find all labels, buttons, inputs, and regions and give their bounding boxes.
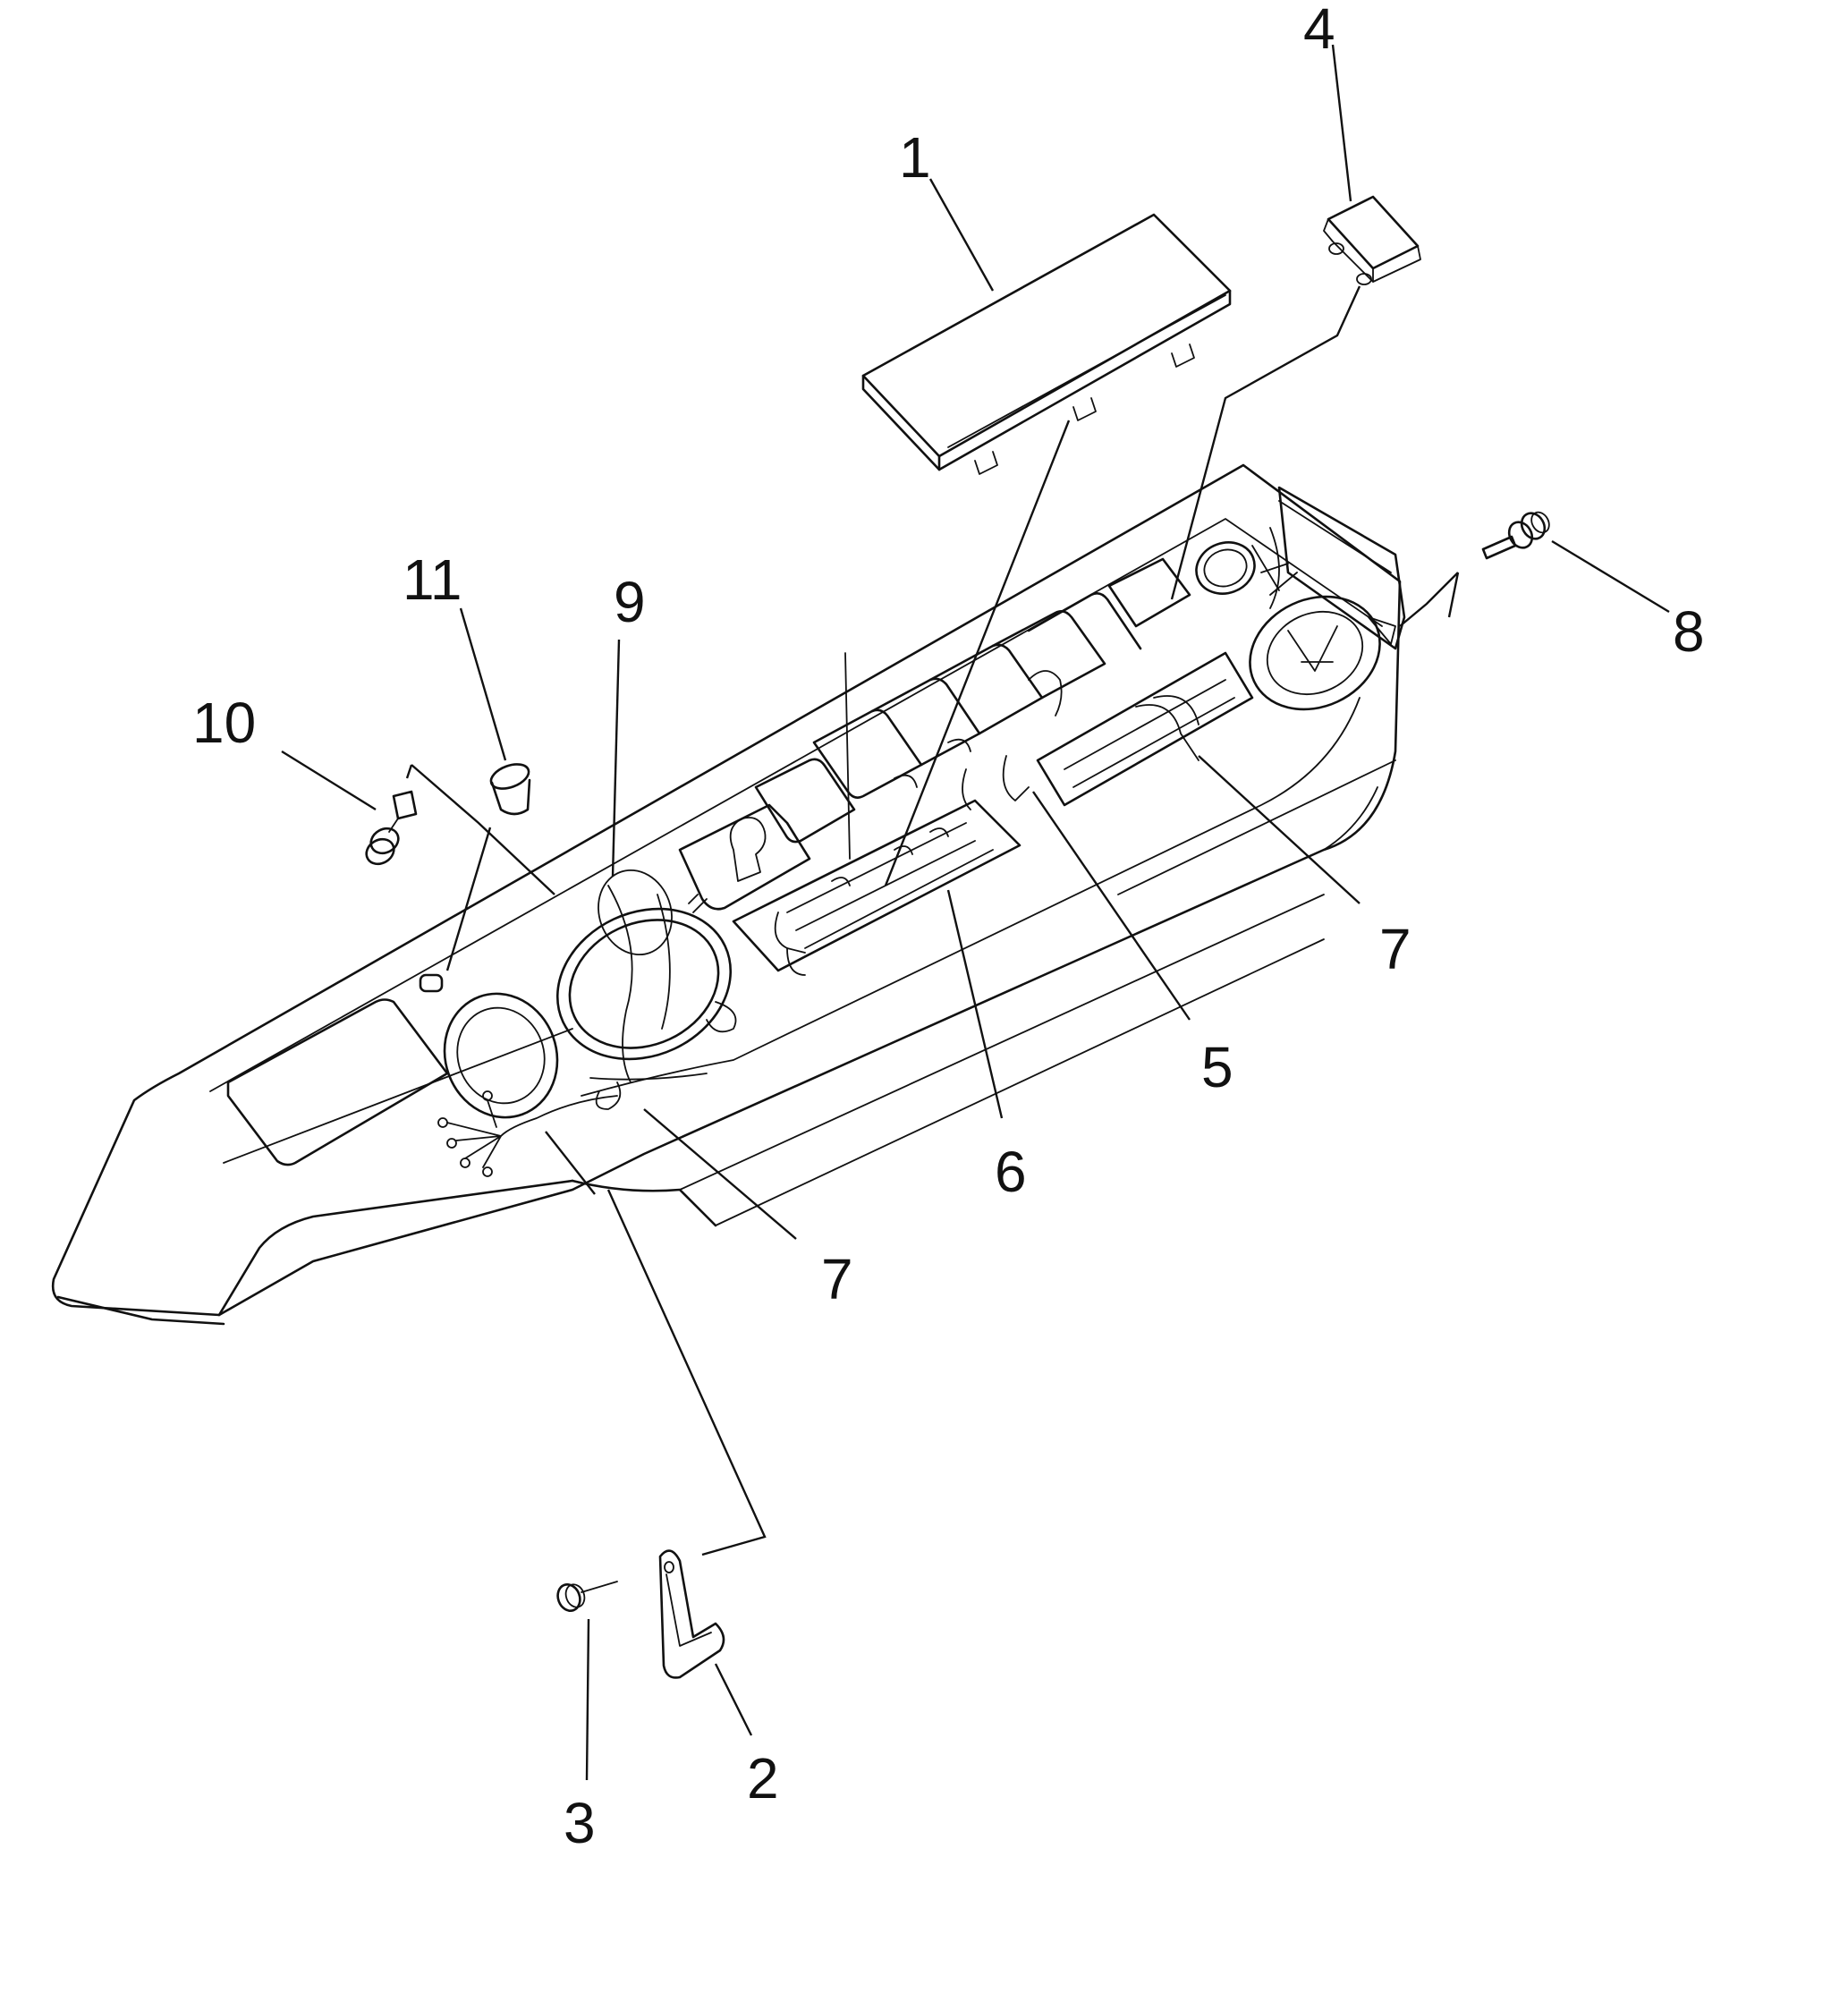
component-5-harness: [894, 670, 1063, 810]
component-6-connector: [732, 799, 1021, 976]
callout-11: 11: [403, 547, 462, 612]
dashboard-panel: [51, 463, 1402, 1326]
part-8-bolt: [1481, 511, 1550, 560]
part-11-knob: [489, 763, 531, 816]
callout-9: 9: [614, 570, 646, 634]
small-button-slot: [419, 973, 444, 993]
part-3-grommet: [556, 1581, 618, 1612]
gauge-right: [1195, 541, 1381, 711]
part-10-screw: [365, 790, 418, 866]
gauge-small: [443, 992, 559, 1119]
callout-7-right: 7: [1379, 917, 1411, 981]
corner-bracket-item-8: [1251, 486, 1406, 650]
callout-10: 10: [192, 691, 256, 755]
callout-7-left: 7: [821, 1247, 853, 1311]
panel-guide-line: [844, 652, 851, 860]
callout-5: 5: [1201, 1035, 1233, 1099]
wire-harness-left: [437, 1001, 737, 1177]
switch-windows-row: [754, 557, 1191, 844]
callout-1: 1: [899, 125, 931, 190]
callout-8: 8: [1673, 599, 1705, 664]
component-7-connector-right: [1036, 651, 1254, 807]
part-2-l-bracket: [658, 1549, 725, 1679]
callout-4: 4: [1303, 0, 1335, 61]
leader-lines: [281, 44, 1670, 1781]
part-1-cover-panel: [861, 213, 1232, 475]
callout-2: 2: [747, 1746, 779, 1811]
part-4-clip: [1323, 195, 1421, 285]
display-window: [226, 998, 449, 1166]
panel-guide-line: [1323, 786, 1378, 851]
callout-6: 6: [995, 1140, 1027, 1204]
callout-labels: 1 2 3 4 5 6 7 7 8 9 10 11: [192, 0, 1705, 1855]
callout-3: 3: [564, 1791, 596, 1855]
gauge-ring-item-9: [555, 869, 733, 1110]
